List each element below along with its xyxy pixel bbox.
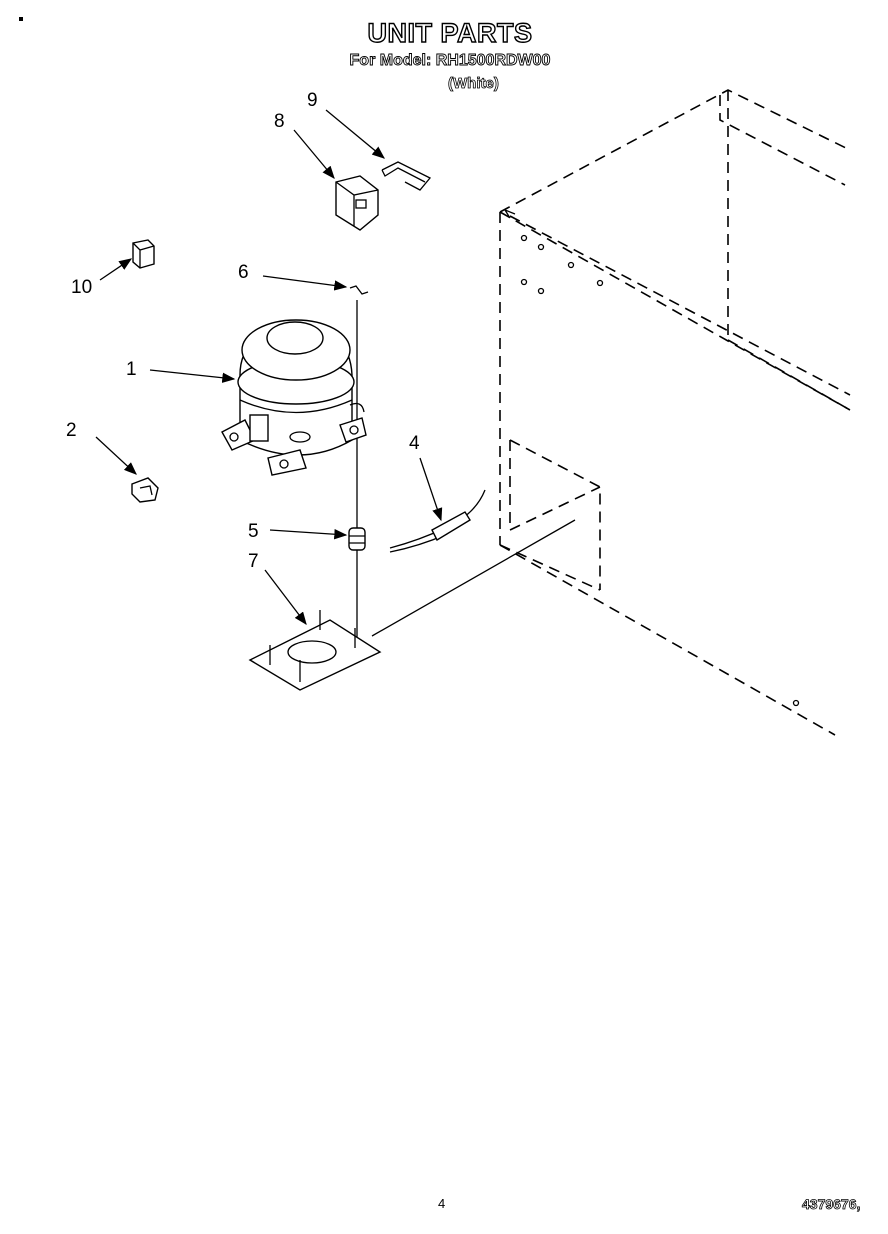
callout-4: 4: [409, 433, 420, 454]
page-number: 4: [438, 1196, 446, 1211]
part-4-drier: [389, 489, 486, 553]
callout-6: 6: [238, 262, 249, 283]
callout-10: 10: [71, 277, 92, 298]
callout-2: 2: [66, 420, 77, 441]
callout-7: 7: [248, 551, 259, 572]
leader-lines: [95, 109, 443, 626]
part-5-grommet: [348, 527, 366, 551]
part-9-clip: [381, 161, 432, 191]
part-2-bracket: [131, 477, 159, 503]
model-subtitle: For Model: RH1500RDW00: [349, 52, 551, 70]
document-number: 4379676,: [802, 1196, 861, 1213]
cabinet-outline: [499, 89, 851, 736]
color-variant: (White): [448, 75, 500, 93]
part-1-compressor: [221, 319, 367, 476]
part-8-relay: [335, 175, 379, 231]
part-10-capacitor: [132, 239, 155, 269]
callout-9: 9: [307, 90, 318, 111]
part-6-clip: [349, 285, 369, 295]
callout-8: 8: [274, 111, 285, 132]
corner-registration-mark: [19, 17, 23, 21]
callout-5: 5: [248, 521, 259, 542]
part-7-base-plate: [248, 610, 382, 691]
callout-1: 1: [126, 359, 137, 380]
base-to-cabinet-line: [371, 519, 576, 637]
page-title: UNIT PARTS: [367, 17, 533, 48]
